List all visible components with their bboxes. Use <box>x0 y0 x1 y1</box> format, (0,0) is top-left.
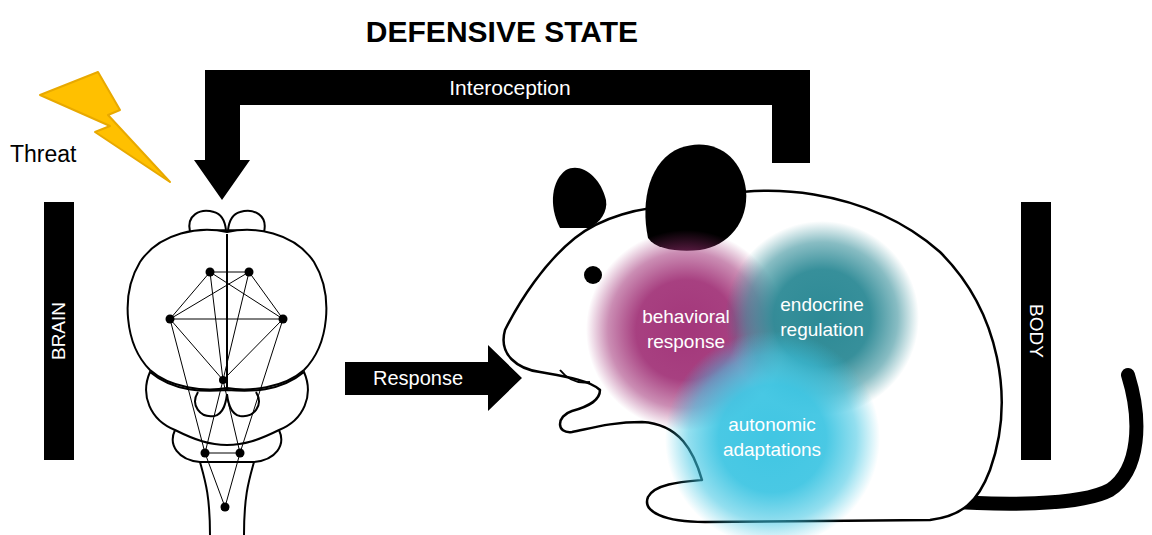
bar-label: BODY <box>1025 304 1047 358</box>
response-arrow <box>345 345 522 411</box>
brain-drawing <box>128 211 327 535</box>
autonomic-blob: autonomic adaptations <box>665 331 880 535</box>
side-bar: BODY <box>1021 202 1051 460</box>
threat-label: Threat <box>10 141 76 168</box>
mouse-mouth <box>560 370 590 383</box>
arrow-label: Interoception <box>449 76 570 100</box>
side-bar: BRAIN <box>44 202 74 460</box>
mouse-ear <box>553 168 606 228</box>
diagram-title: DEFENSIVE STATE <box>366 15 638 49</box>
blob-label: autonomic adaptations <box>705 413 840 462</box>
brain-network <box>166 268 288 512</box>
arrow-label: Response <box>373 367 463 390</box>
bar-label: BRAIN <box>48 302 70 360</box>
